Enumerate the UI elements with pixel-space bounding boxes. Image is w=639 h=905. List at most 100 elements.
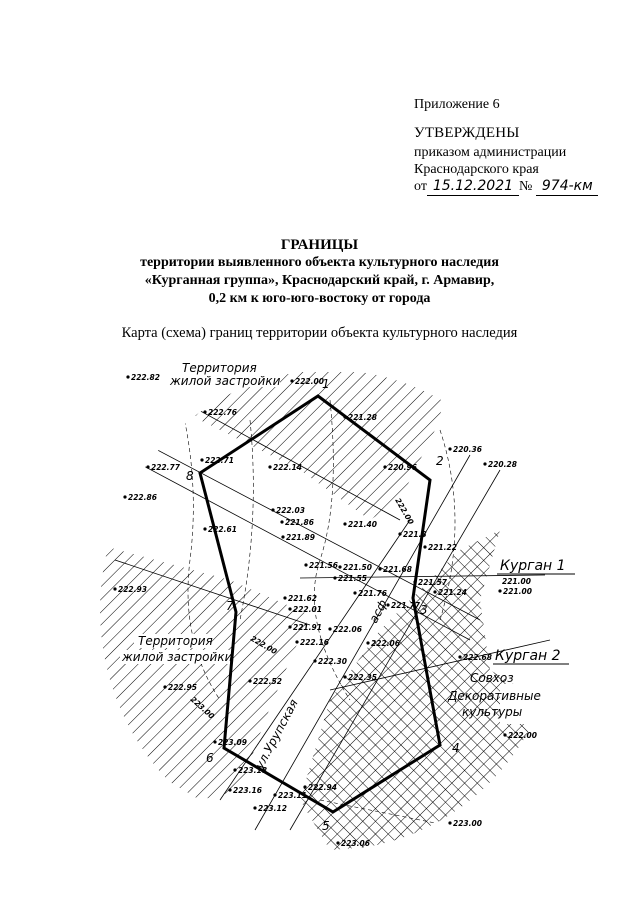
elevation-point	[213, 740, 217, 744]
elevation-point	[281, 535, 285, 539]
vertex-1: 1	[322, 377, 330, 391]
elevation-label: 221.28	[348, 413, 377, 422]
elevation-point	[353, 591, 357, 595]
contour-lines	[179, 399, 456, 827]
elevation-point	[498, 589, 502, 593]
elevation-label: 223.00	[453, 819, 482, 828]
elevation-point	[398, 532, 402, 536]
elevation-label: 221.89	[286, 533, 315, 542]
elevation-label: 221.55	[338, 574, 367, 583]
heritage-boundary	[198, 394, 442, 814]
elevation-point	[273, 793, 277, 797]
title-line-3: 0,2 км к юго-юго-востоку от города	[208, 291, 431, 306]
sovkhoz-label-decor: Декоративные	[447, 689, 541, 703]
elevation-point	[200, 458, 204, 462]
asphalt-label: асф	[366, 597, 390, 625]
elevation-point	[304, 563, 308, 567]
elevation-point	[343, 675, 347, 679]
zone-labels	[120, 362, 590, 724]
elevation-point	[338, 565, 342, 569]
elevation-label: 222.30	[318, 657, 347, 666]
elevation-point	[203, 527, 207, 531]
vertex-5: 5	[322, 819, 330, 833]
elevation-point	[448, 447, 452, 451]
elevation-point	[290, 379, 294, 383]
elevation-label: 222.00	[508, 731, 537, 740]
elevation-label: 222.82	[131, 373, 160, 382]
elevation-label: 223.16	[233, 786, 262, 795]
elevation-point	[295, 640, 299, 644]
elevation-label: 221.50	[343, 563, 372, 572]
elevation-point	[336, 841, 340, 845]
residential-label-2b: жилой застройки	[121, 650, 233, 664]
elevation-point	[458, 655, 462, 659]
residential-label-1a: Территория	[182, 361, 257, 375]
approval-line-2: Краснодарского края	[414, 162, 539, 177]
residential-label-2a: Территория	[138, 634, 213, 648]
elevation-label: 222.52	[253, 677, 282, 686]
handwritten-date: 15.12.2021	[426, 178, 519, 196]
elevation-label: 221.00	[503, 587, 532, 596]
elevation-label: 223.18	[238, 766, 267, 775]
elevation-point	[271, 508, 275, 512]
elevation-label: 221.68	[383, 565, 412, 574]
elevation-label: 221.57	[418, 578, 448, 587]
elevation-marks: 222.82 222.00 222.76 221.28 222.77 222.71 222.…	[113, 373, 537, 848]
elevation-point	[268, 465, 272, 469]
elevation-label: 222.01	[293, 605, 322, 614]
residential-zone-north	[150, 372, 445, 520]
vertex-4: 4	[452, 741, 460, 755]
elevation-label: 222.14	[273, 463, 302, 472]
title-main: ГРАНИЦЫ	[280, 237, 359, 253]
elevation-point	[228, 788, 232, 792]
vertex-labels: 1 2 3 4 5 6 7 8	[186, 377, 460, 833]
elevation-point	[433, 590, 437, 594]
elevation-point	[448, 821, 452, 825]
elevation-label: 222.68	[463, 653, 492, 662]
elevation-point	[163, 685, 167, 689]
elevation-label: 222.35	[348, 673, 377, 682]
elevation-point	[483, 462, 487, 466]
elevation-point	[203, 410, 207, 414]
elevation-label: 221.3	[403, 530, 427, 539]
title-line-2: «Курганная группа», Краснодарский край, …	[144, 273, 495, 288]
elevation-label: 222.03	[276, 506, 305, 515]
elevation-label: 222.06	[333, 625, 362, 634]
elevation-point	[423, 545, 427, 549]
elevation-label: 222.93	[118, 585, 147, 594]
title-line-1: территории выявленного объекта культурно…	[140, 255, 499, 270]
elevation-point	[288, 607, 292, 611]
elevation-label: 220.96	[388, 463, 417, 472]
elevation-label: 221.24	[438, 588, 467, 597]
elevation-label: 223.09	[218, 738, 247, 747]
elevation-point	[126, 375, 130, 379]
elevation-label: 221.40	[348, 520, 377, 529]
elevation-label: 221.22	[428, 543, 457, 552]
elevation-label: 222.95	[168, 683, 197, 692]
approval-line-1: приказом администрации	[414, 145, 567, 160]
contour-label: 221.00	[502, 577, 531, 586]
document-title: ГРАНИЦЫ территории выявленного объекта к…	[0, 236, 639, 308]
elevation-point	[413, 580, 417, 584]
elevation-label: 222.77	[151, 463, 181, 472]
elevation-label: 222.76	[208, 408, 237, 417]
elevation-label: 221.77	[391, 601, 421, 610]
elevation-label: 222.71	[205, 456, 234, 465]
handwritten-number: 974-км	[536, 178, 599, 196]
elevation-point	[313, 659, 317, 663]
elevation-point	[328, 627, 332, 631]
date-prefix: от	[414, 179, 427, 194]
elevation-label: 223.06	[341, 839, 370, 848]
elevation-point	[343, 415, 347, 419]
elevation-point	[303, 785, 307, 789]
elevation-label: 221.76	[358, 589, 387, 598]
approval-block: Приложение 6 УТВЕРЖДЕНЫ приказом админис…	[414, 96, 599, 196]
elevation-label: 223.12	[258, 804, 287, 813]
vertex-2: 2	[436, 454, 444, 468]
map-subtitle: Карта (схема) границ территории объекта …	[121, 325, 518, 341]
elevation-point	[146, 465, 150, 469]
appendix-label: Приложение 6	[414, 97, 500, 112]
